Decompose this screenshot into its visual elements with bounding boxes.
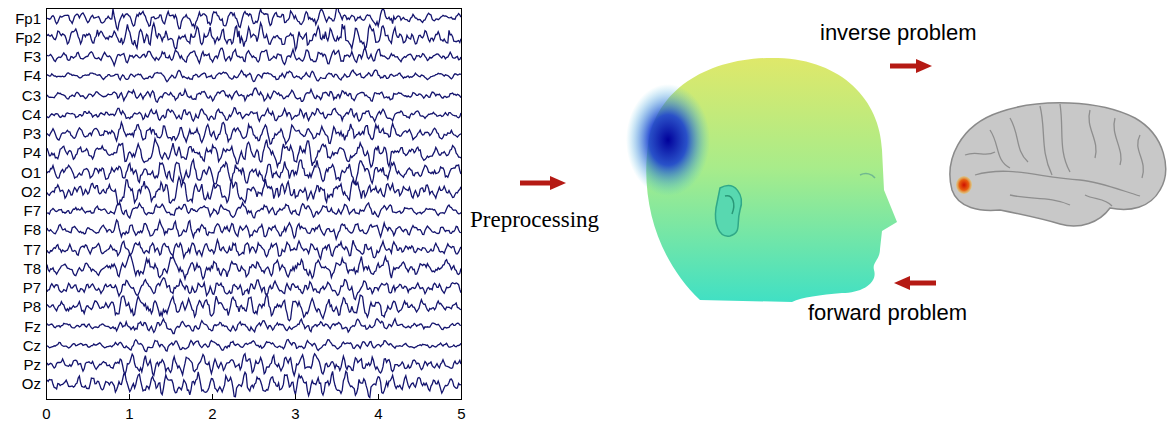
channel-label: F7 <box>23 203 41 218</box>
eeg-trace <box>47 354 461 376</box>
head-illustration <box>626 58 897 302</box>
process-label: forward problem <box>808 302 967 324</box>
arrow <box>520 176 566 190</box>
plot-frame <box>47 9 462 400</box>
channel-label: T8 <box>23 261 41 276</box>
eeg-trace <box>47 253 461 279</box>
eeg-trace <box>47 48 461 66</box>
channel-label: O1 <box>21 165 41 180</box>
channel-label: P4 <box>23 145 41 160</box>
channel-label: F4 <box>23 68 41 83</box>
eeg-trace <box>47 177 461 205</box>
eeg-trace <box>47 23 461 50</box>
brain-illustration <box>950 103 1166 226</box>
eeg-trace <box>47 203 461 218</box>
axis-tick-label: 5 <box>457 406 465 421</box>
eeg-trace <box>47 70 461 82</box>
channel-label: Fp2 <box>15 30 41 45</box>
eeg-trace <box>47 88 461 102</box>
eeg-trace <box>47 122 461 144</box>
channel-label: P8 <box>23 299 41 314</box>
eeg-traces <box>47 9 461 398</box>
eeg-trace <box>47 139 461 167</box>
axis-tick-label: 1 <box>125 406 133 421</box>
channel-label: P7 <box>23 280 41 295</box>
axis-tick-label: 2 <box>208 406 216 421</box>
eeg-trace <box>47 240 461 259</box>
channel-label: F3 <box>23 49 41 64</box>
channel-label: C3 <box>22 88 41 103</box>
channel-label: O2 <box>21 184 41 199</box>
channel-label: T7 <box>23 242 41 257</box>
process-label: inverse problem <box>820 22 977 44</box>
axis-tick-label: 0 <box>42 406 50 421</box>
eeg-trace <box>47 160 461 185</box>
axis-ticks <box>47 394 462 399</box>
channel-label: Pz <box>23 357 41 372</box>
arrow <box>890 59 932 73</box>
eeg-trace <box>47 340 461 352</box>
eeg-trace <box>47 319 461 334</box>
axis-tick-label: 4 <box>374 406 382 421</box>
eeg-trace <box>47 295 461 321</box>
channel-label: Fp1 <box>15 11 41 26</box>
step-label: Preprocessing <box>470 208 599 231</box>
eeg-trace <box>47 9 461 30</box>
channel-label: Cz <box>23 338 41 353</box>
axis-tick-label: 3 <box>291 406 299 421</box>
eeg-trace <box>47 108 461 122</box>
channel-label: Fz <box>24 319 41 334</box>
channel-label: P3 <box>23 126 41 141</box>
eeg-trace <box>47 371 461 397</box>
channel-label: C4 <box>22 107 41 122</box>
eeg-trace <box>47 278 461 300</box>
arrow <box>894 276 936 290</box>
channel-label: F8 <box>23 222 41 237</box>
channel-label: Oz <box>22 376 41 391</box>
eeg-trace <box>47 220 461 239</box>
